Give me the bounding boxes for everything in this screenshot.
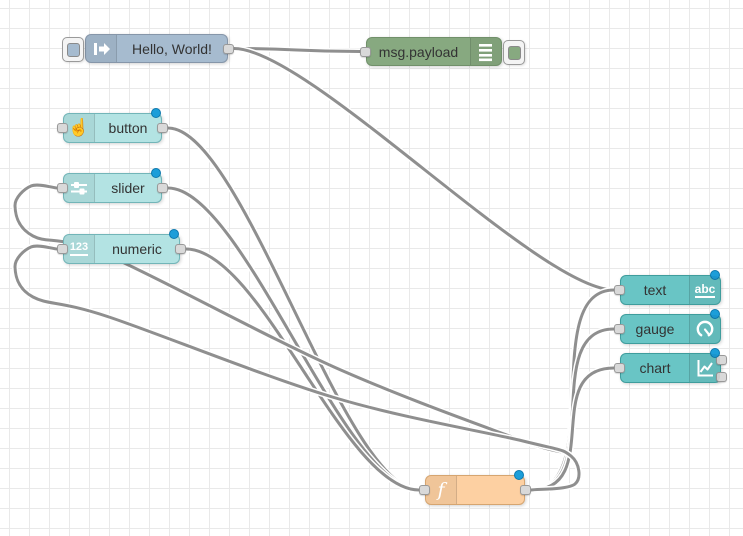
inject-arrow-icon-box [86,35,117,62]
node-chart[interactable]: chart [614,348,727,383]
input-port-chart[interactable] [614,363,625,373]
sliders-icon-box [64,174,95,202]
input-port-text[interactable] [614,285,625,295]
node-label-slider: slider [111,180,145,196]
output-port-chart-1[interactable] [716,355,727,365]
chart-line-icon [697,359,713,376]
abc-text-icon-box: abc [689,276,720,304]
gauge-icon [696,320,714,337]
function-f-icon: f [437,479,445,501]
node-gauge[interactable]: gauge [614,309,721,344]
changed-indicator-slider [151,168,161,178]
output-port-function[interactable] [520,485,531,495]
input-port-button[interactable] [57,123,68,133]
output-port-button[interactable] [157,123,168,133]
node-label-button: button [108,120,148,136]
inject-arrow-icon [94,42,110,55]
node-label-text: text [643,282,667,298]
input-port-debug[interactable] [360,46,371,57]
wire-button-to-function[interactable] [166,126,421,492]
node-inject[interactable]: Hello, World! [62,34,234,63]
node-label-function [457,476,524,504]
node-label-chart: chart [639,360,671,376]
hand-pointer-icon-box: ☝ [64,114,95,142]
node-numeric[interactable]: 123 numeric [57,229,186,264]
abc-text-icon: abc [694,281,716,298]
node-label-gauge: gauge [635,321,675,337]
wire-slider-to-function[interactable] [166,186,421,492]
wire-function-to-numeric[interactable] [13,244,581,492]
input-port-numeric[interactable] [57,244,68,254]
node-function[interactable]: f [419,470,531,505]
input-port-function[interactable] [419,485,430,495]
inject-trigger-inner [66,42,80,57]
debug-list-icon-box [470,38,501,65]
node-text[interactable]: abc text [614,270,721,305]
node-debug[interactable]: msg.payload [360,37,525,66]
input-port-gauge[interactable] [614,324,625,334]
hand-pointer-icon: ☝ [68,118,90,137]
debug-toggle-inner [507,45,521,60]
wire-inject-to-text[interactable] [232,47,616,292]
chart-line-icon-box [689,354,720,382]
wire-casing [12,182,582,493]
function-f-icon-box: f [426,476,457,504]
node-label-inject: Hello, World! [132,40,212,57]
output-port-inject[interactable] [223,43,234,54]
numeric-123-icon-box: 123 [64,235,95,263]
wire-casing [12,243,582,493]
wire-function-to-slider[interactable] [13,183,581,492]
numeric-123-icon: 123 [69,242,89,256]
output-port-numeric[interactable] [175,244,186,254]
input-port-slider[interactable] [57,183,68,193]
node-slider[interactable]: slider [57,168,168,203]
changed-indicator-numeric [169,229,179,239]
wire-inject-to-debug[interactable] [232,47,362,53]
node-label-debug: msg.payload [378,43,459,60]
node-label-numeric: numeric [112,241,162,257]
changed-indicator-function [514,470,524,480]
node-button[interactable]: ☝ button [57,108,168,143]
debug-list-icon [479,43,492,61]
wire-function-to-chart[interactable] [529,366,616,492]
wire-numeric-to-function[interactable] [184,247,421,492]
debug-toggle-button[interactable] [503,40,525,65]
inject-trigger-button[interactable] [62,37,84,62]
changed-indicator-button [151,108,161,118]
gauge-icon-box [689,315,720,343]
output-port-slider[interactable] [157,183,168,193]
sliders-icon [71,182,87,195]
